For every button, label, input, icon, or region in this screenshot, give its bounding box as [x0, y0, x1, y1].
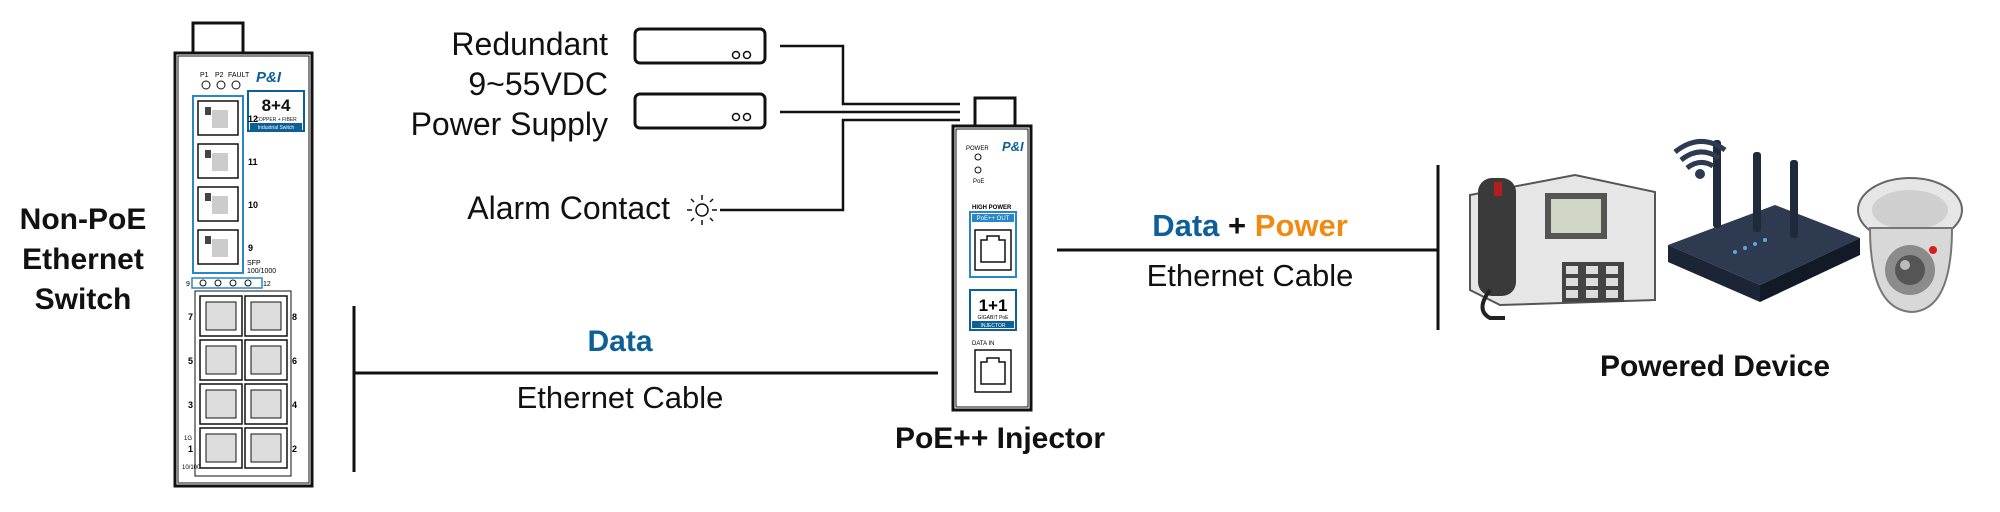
ethernet-switch: P1 P2 FAULT P&I 8+4 COPPER + FIBER Indus…: [173, 21, 314, 488]
switch-label-line: Switch: [34, 283, 132, 316]
left-link-subtitle: Ethernet Cable: [516, 380, 724, 415]
left-link-title: Data: [587, 325, 653, 358]
right-link-title: Data + Power: [1100, 208, 1400, 244]
sfp-label: SFP: [247, 260, 261, 267]
right-link-power-word: Power: [1254, 208, 1348, 243]
port-out-label: PoE++ OUT: [977, 216, 1010, 222]
injector-badge-sub2: INJECTOR: [981, 323, 1006, 329]
port-number: 3: [188, 400, 193, 410]
port-number: 6: [292, 356, 297, 366]
speed-label: 1G: [184, 436, 192, 442]
port-number: 5: [188, 356, 193, 366]
port-number: 2: [292, 444, 297, 454]
power-supply-1: [633, 27, 767, 65]
alarm-icon: [687, 195, 717, 225]
switch-badge-sub2: Industrial Switch: [258, 125, 295, 131]
sfp-speed: 100/1000: [247, 268, 276, 275]
injector-badge-sub: GIGABIT PoE: [977, 315, 1009, 321]
sfp-led-end: 12: [263, 281, 271, 288]
poe-injector: POWER PoE P&I HIGH POWER PoE++ OUT 1+1 G…: [951, 96, 1033, 412]
port-in-label: DATA IN: [972, 341, 994, 347]
high-power-label: HIGH POWER: [972, 205, 1012, 211]
sfp-port-number: 12: [248, 114, 258, 124]
switch-badge-main: 8+4: [262, 96, 291, 115]
security-camera-icon: [1857, 177, 1963, 314]
right-link-plus: +: [1228, 208, 1247, 243]
sfp-port-number: 10: [248, 200, 258, 210]
led-label: FAULT: [228, 72, 250, 79]
power-supply-label-line: 9~55VDC: [468, 66, 608, 102]
led-label: POWER: [966, 146, 989, 152]
led-label: P1: [200, 72, 209, 79]
sfp-led-end: 9: [186, 281, 190, 288]
port-number: 4: [292, 400, 297, 410]
power-supply-label-line: Redundant: [451, 26, 608, 62]
switch-label-line: Non-PoE: [19, 203, 147, 236]
right-link-subtitle: Ethernet Cable: [1146, 258, 1354, 293]
switch-label: Non-PoE Ethernet Switch: [8, 200, 158, 320]
right-link-data-word: Data: [1152, 208, 1220, 243]
switch-brand-logo: P&I: [256, 69, 282, 86]
speed-label: 10/100: [182, 465, 201, 471]
sfp-port-number: 11: [248, 157, 258, 167]
wireless-router-icon: [1668, 139, 1860, 302]
power-supply-label-line: Power Supply: [410, 106, 608, 142]
injector-label: PoE++ Injector: [894, 422, 1106, 455]
alarm-contact-label: Alarm Contact: [467, 190, 670, 226]
port-number: 8: [292, 312, 297, 322]
port-number: 7: [188, 312, 193, 322]
power-wiring: [720, 44, 960, 212]
switch-label-line: Ethernet: [22, 243, 144, 276]
injector-brand-logo: P&I: [1002, 139, 1024, 154]
port-number: 1: [188, 444, 193, 454]
power-supply-2: [633, 92, 767, 130]
powered-device-label: Powered Device: [1599, 350, 1831, 383]
injector-badge-main: 1+1: [979, 296, 1008, 315]
led-label: P2: [215, 72, 224, 79]
sfp-port-number: 9: [248, 243, 253, 253]
led-label: PoE: [973, 179, 984, 185]
ip-phone-icon: [1469, 173, 1656, 320]
switch-badge-sub: COPPER + FIBER: [255, 117, 297, 123]
power-supply-label: Redundant 9~55VDC Power Supply: [370, 24, 608, 144]
